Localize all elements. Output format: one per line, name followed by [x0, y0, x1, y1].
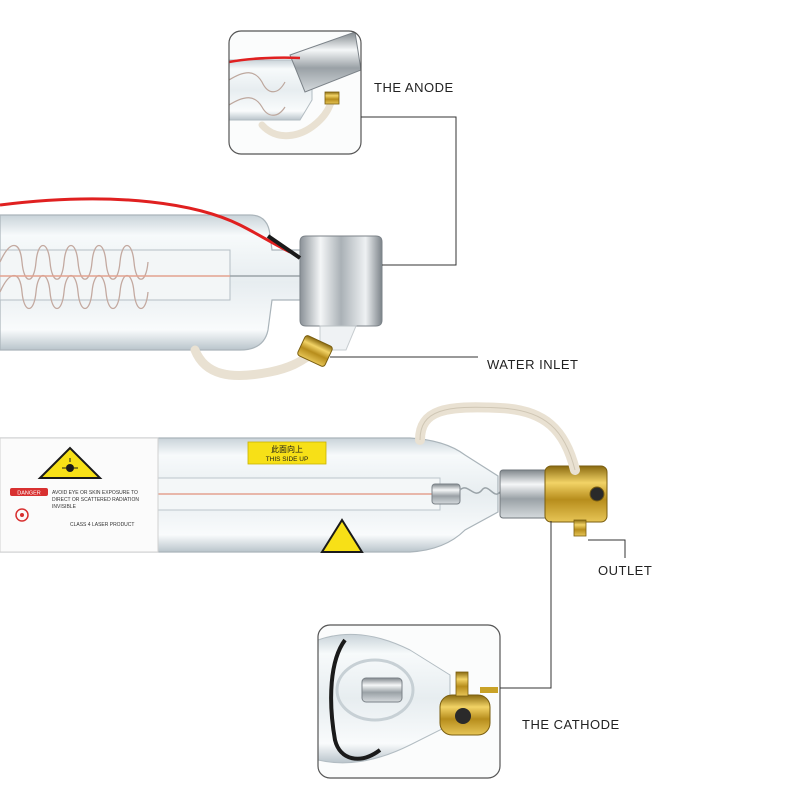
cathode-inset — [317, 624, 501, 779]
warning-line-2: DIRECT OR SCATTERED RADIATION — [52, 497, 139, 503]
cathode-electrode — [431, 483, 461, 505]
anode-inset — [228, 30, 362, 155]
leader-lines — [330, 116, 626, 689]
label-cathode: THE CATHODE — [522, 717, 620, 732]
laser-warning-icon-2 — [320, 518, 364, 553]
aperture-icon — [15, 508, 29, 522]
cathode-inset-frame — [317, 624, 501, 779]
this-side-up-en: THIS SIDE UP — [266, 456, 309, 463]
cathode-cap — [499, 469, 549, 519]
label-outlet: OUTLET — [598, 563, 653, 578]
warning-line-3: INVISIBLE — [52, 504, 77, 510]
anode-leader — [361, 116, 457, 266]
danger-badge — [10, 488, 48, 496]
laser-warning-icon — [37, 446, 103, 479]
outlet-port — [589, 486, 605, 502]
this-side-up-cn: 此面向上 — [271, 444, 303, 454]
anode-cap — [299, 235, 383, 327]
cathode-leader — [500, 521, 552, 689]
outlet-leader — [588, 539, 626, 558]
label-anode: THE ANODE — [374, 80, 454, 95]
outlet-nozzle — [573, 519, 587, 537]
class-label: CLASS 4 LASER PRODUCT — [70, 522, 134, 528]
cathode-tube: DANGER AVOID EYE OR SKIN EXPOSURE TO DIR… — [0, 402, 608, 553]
inlet-hose — [190, 345, 315, 380]
label-water-inlet: WATER INLET — [487, 357, 579, 372]
anode-tube — [0, 197, 383, 380]
red-wire — [0, 197, 291, 254]
inner-tube — [0, 249, 231, 301]
warning-line-1: AVOID EYE OR SKIN EXPOSURE TO — [52, 490, 138, 496]
danger-badge-text: DANGER — [17, 491, 41, 497]
anode-inset-frame — [228, 30, 362, 155]
this-side-up-label — [247, 441, 327, 465]
black-wire — [266, 234, 302, 260]
inlet-fitting — [297, 335, 333, 367]
